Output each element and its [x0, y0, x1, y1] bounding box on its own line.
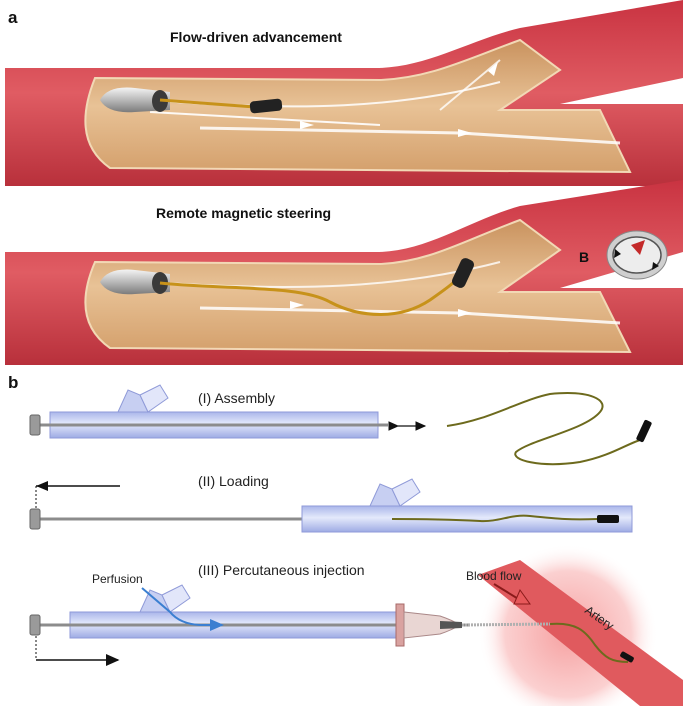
bottom-vessel: [5, 180, 683, 365]
flow-driven-title: Flow-driven advancement: [170, 29, 342, 45]
step-injection-label: (III) Percutaneous injection: [198, 562, 365, 578]
field-label-b: B: [579, 249, 589, 265]
step-loading-label: (II) Loading: [198, 473, 269, 489]
panel-b-letter: b: [8, 373, 18, 392]
top-vessel: [5, 0, 683, 186]
panel-a-letter: a: [8, 8, 18, 27]
blood-flow-label: Blood flow: [466, 569, 522, 583]
artery-inset: Blood flow Artery: [462, 544, 683, 706]
loading-device: [30, 479, 632, 532]
assembly-guidewire: [447, 393, 640, 464]
perfusion-label: Perfusion: [92, 572, 143, 586]
assembly-magnet-tip: [636, 419, 653, 442]
step-assembly-label: (I) Assembly: [198, 390, 275, 406]
injection-device: [30, 585, 470, 660]
magnetic-steering-title: Remote magnetic steering: [156, 205, 331, 221]
